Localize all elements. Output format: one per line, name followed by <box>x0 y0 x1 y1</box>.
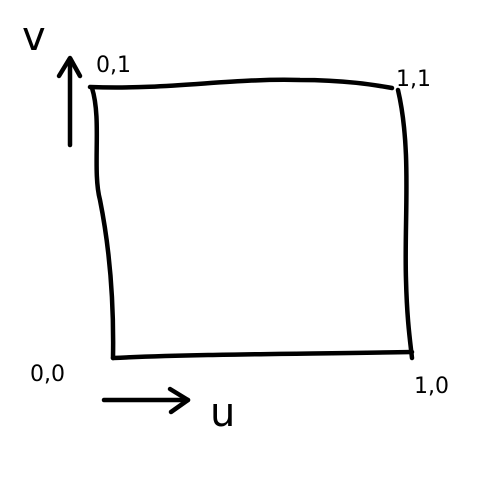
corner-label-bottom-left: 0,0 <box>30 362 65 387</box>
corner-label-top-right: 1,1 <box>396 67 431 92</box>
square-bottom-edge <box>110 349 415 361</box>
axis-label-u: u <box>210 390 235 436</box>
v-axis-arrow-head <box>56 55 83 79</box>
square-right-edge <box>395 87 415 361</box>
square-left-edge <box>89 85 116 361</box>
axis-label-v: v <box>22 14 46 60</box>
square-top-edge <box>87 77 395 91</box>
corner-label-top-left: 0,1 <box>96 53 131 78</box>
u-axis-arrow-head <box>167 386 191 415</box>
corner-label-bottom-right: 1,0 <box>414 374 449 399</box>
